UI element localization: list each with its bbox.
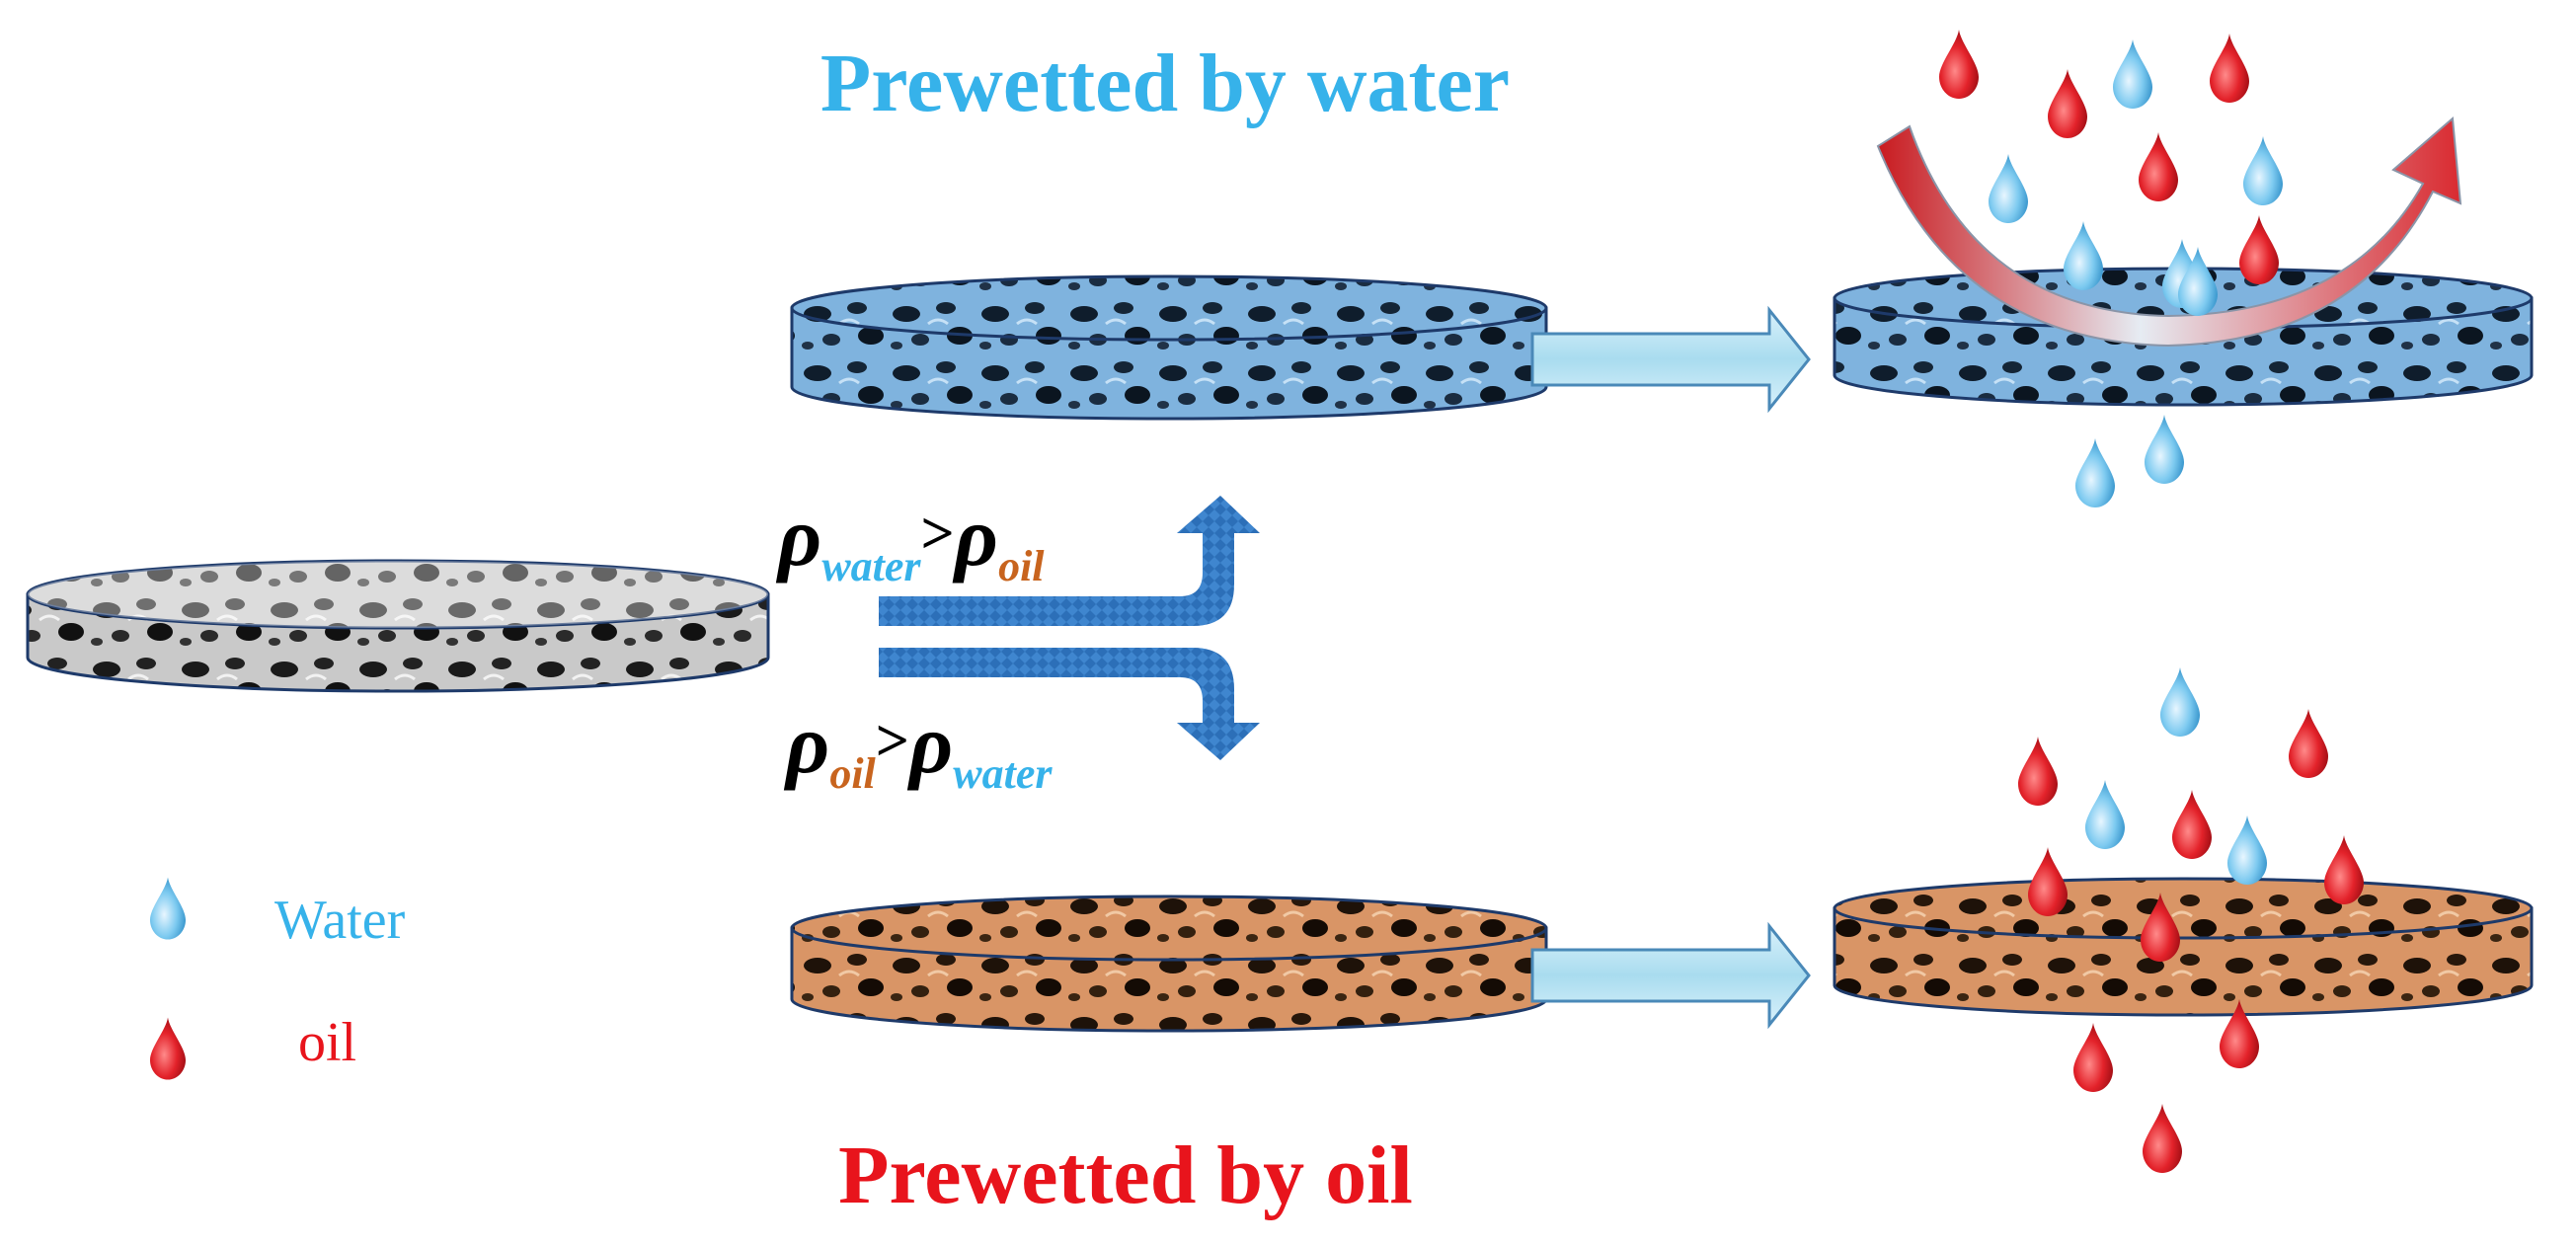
- rho-symbol: ρ: [783, 696, 829, 791]
- oil-separation-membrane: [1833, 877, 2534, 1017]
- water-drop-icon: [2243, 136, 2283, 205]
- oil-drop-icon: [2239, 215, 2279, 284]
- water-prewetted-membrane: [790, 274, 1548, 421]
- split-flow-arrow: [879, 496, 1260, 760]
- legend-water-label: Water: [274, 890, 406, 951]
- oil-drop-icon: [2324, 835, 2364, 904]
- oil-drop-icon: [1939, 30, 1979, 99]
- title-prewetted-water: Prewetted by water: [820, 38, 1510, 129]
- oil-drop-icon: [2028, 847, 2068, 916]
- oil-drop-icon: [2073, 1023, 2113, 1092]
- oil-drop-icon: [2048, 69, 2087, 138]
- equation-oil-gt-water: ρoil>ρwater: [783, 696, 1053, 798]
- water-drop-icon: [2085, 780, 2125, 849]
- oil-drop-icon: [150, 1017, 186, 1080]
- oil-prewetted-membrane: [790, 895, 1548, 1033]
- water-drop-icon: [2113, 39, 2152, 109]
- subscript-water: water: [953, 749, 1053, 798]
- rho-symbol: ρ: [906, 696, 953, 791]
- subscript-oil: oil: [998, 542, 1045, 590]
- rho-symbol: ρ: [952, 489, 998, 584]
- water-drop-icon: [2160, 667, 2200, 737]
- water-drop-icon: [2075, 438, 2115, 507]
- svg-text:ρwater>ρoil: ρwater>ρoil: [775, 489, 1045, 590]
- svg-text:ρoil>ρwater: ρoil>ρwater: [783, 696, 1053, 798]
- greater-than: >: [876, 708, 909, 773]
- legend-oil-label: oil: [298, 1012, 356, 1073]
- rho-symbol: ρ: [775, 489, 821, 584]
- oil-drop-icon: [2289, 709, 2328, 778]
- process-arrow-top: [1530, 305, 1811, 414]
- water-drop-icon: [1989, 154, 2028, 223]
- greater-than: >: [921, 501, 955, 566]
- oil-drop-icon: [2210, 34, 2249, 103]
- water-drop-icon: [2145, 415, 2184, 484]
- oil-drop-icon: [2139, 132, 2178, 201]
- process-arrow-bottom: [1530, 921, 1811, 1030]
- title-prewetted-oil: Prewetted by oil: [838, 1129, 1413, 1221]
- oil-drop-icon: [2172, 790, 2212, 859]
- oil-drop-icon: [2018, 737, 2058, 806]
- oil-drop-icon: [2143, 1104, 2182, 1173]
- equation-water-gt-oil: ρwater>ρoil: [775, 489, 1045, 590]
- subscript-oil: oil: [829, 749, 876, 798]
- oil-rejection-arrow: [1876, 116, 2462, 348]
- water-drop-icon: [2064, 221, 2103, 290]
- subscript-water: water: [821, 542, 921, 590]
- water-drop-icon: [2227, 816, 2267, 885]
- legend: Water oil: [150, 877, 406, 1080]
- raw-membrane: [26, 559, 770, 693]
- water-drop-icon: [150, 877, 186, 940]
